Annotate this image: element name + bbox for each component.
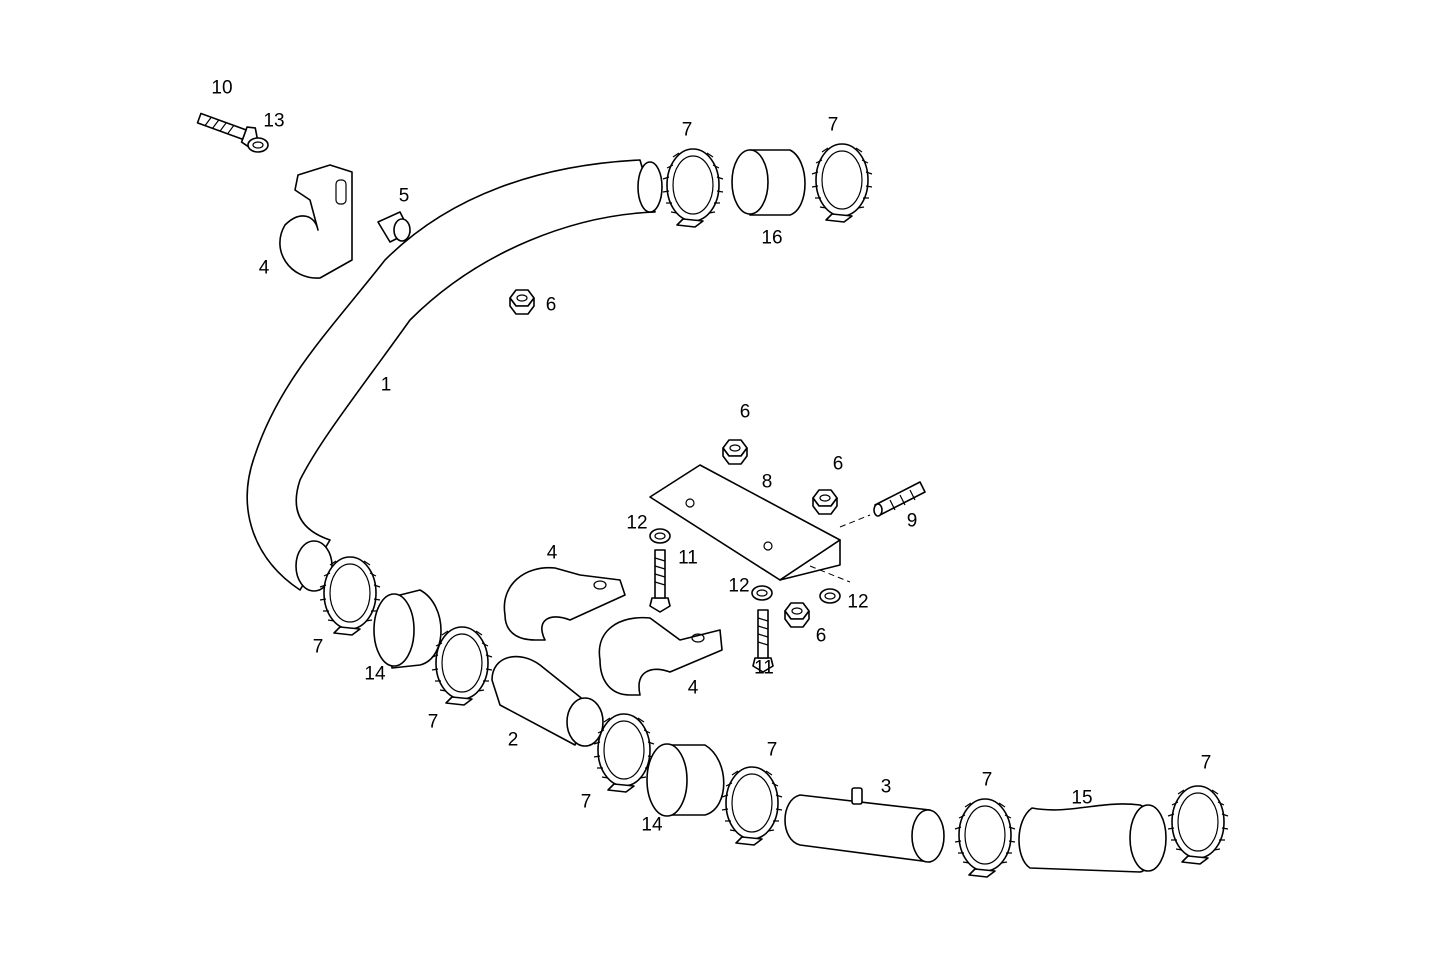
plate-8 bbox=[649, 464, 841, 581]
nut-6-plate-right bbox=[812, 489, 838, 515]
washer-12-b bbox=[751, 585, 773, 601]
callout-7-low-2: 7 bbox=[427, 711, 439, 733]
callout-7-top-right: 7 bbox=[827, 114, 839, 136]
callout-14-a: 14 bbox=[364, 663, 386, 685]
stud-9 bbox=[873, 481, 926, 517]
washer-12-c bbox=[819, 588, 841, 604]
callout-1: 1 bbox=[380, 374, 392, 396]
hose-1-end-top bbox=[637, 161, 663, 213]
callout-11-a: 11 bbox=[678, 547, 698, 569]
callout-2: 2 bbox=[507, 729, 519, 751]
sleeve-14-a bbox=[373, 589, 442, 669]
callout-6-upper: 6 bbox=[545, 294, 557, 316]
nut-6-upper bbox=[509, 289, 535, 315]
tube-2 bbox=[491, 655, 604, 747]
callout-8: 8 bbox=[761, 471, 773, 493]
callout-7-low-5: 7 bbox=[981, 769, 993, 791]
sleeve-16 bbox=[731, 149, 806, 216]
callout-15: 15 bbox=[1071, 787, 1093, 809]
bracket-4-top bbox=[279, 164, 353, 279]
clamp-low-5 bbox=[954, 798, 1016, 878]
nut-6-lower bbox=[784, 602, 810, 628]
callout-9: 9 bbox=[906, 510, 918, 532]
hose-15 bbox=[1018, 803, 1167, 873]
callout-4-mid: 4 bbox=[546, 542, 558, 564]
callout-7-top-left: 7 bbox=[681, 119, 693, 141]
callout-7-low-1: 7 bbox=[312, 636, 324, 658]
callout-3: 3 bbox=[880, 776, 892, 798]
callout-7-low-4: 7 bbox=[766, 739, 778, 761]
callout-10: 10 bbox=[211, 77, 233, 99]
callout-4-top: 4 bbox=[258, 257, 270, 279]
tube-3 bbox=[784, 787, 945, 863]
callout-12-c: 12 bbox=[847, 591, 869, 613]
washer-13 bbox=[247, 137, 269, 153]
bracket-4-low bbox=[598, 616, 723, 696]
callout-11-b: 11 bbox=[754, 657, 774, 679]
clamp-top-1 bbox=[662, 148, 724, 228]
callout-6-plate-right: 6 bbox=[832, 453, 844, 475]
callout-7-low-6: 7 bbox=[1200, 752, 1212, 774]
sleeve-14-b bbox=[646, 743, 725, 817]
callout-14-b: 14 bbox=[641, 814, 663, 836]
callout-13: 13 bbox=[263, 110, 285, 132]
callout-6-lower: 6 bbox=[815, 625, 827, 647]
hose-1 bbox=[246, 159, 656, 591]
callout-6-plate-left: 6 bbox=[739, 401, 751, 423]
spacer-5 bbox=[377, 211, 411, 243]
bracket-4-mid bbox=[503, 566, 626, 641]
callout-7-low-3: 7 bbox=[580, 791, 592, 813]
nut-6-plate-left bbox=[722, 439, 748, 465]
callout-5: 5 bbox=[398, 185, 410, 207]
callout-12-a: 12 bbox=[626, 512, 648, 534]
callout-12-b: 12 bbox=[728, 575, 750, 597]
callout-4-low: 4 bbox=[687, 677, 699, 699]
washer-12-a bbox=[649, 528, 671, 544]
bolt-11-a bbox=[649, 549, 671, 613]
clamp-top-2 bbox=[811, 143, 873, 223]
callout-16: 16 bbox=[761, 227, 783, 249]
clamp-low-4 bbox=[721, 766, 783, 846]
clamp-low-6 bbox=[1167, 785, 1229, 865]
